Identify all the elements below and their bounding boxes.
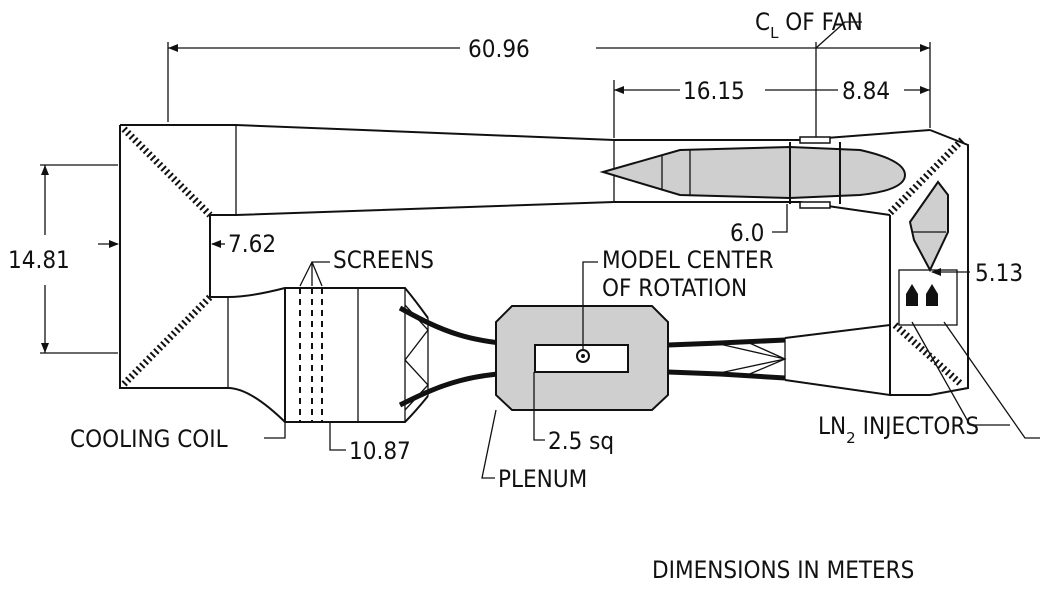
label-settling-chamber: 10.87 (349, 437, 411, 465)
corner-vanes-upper-right (887, 137, 965, 216)
label-model-center-1: MODEL CENTER (602, 246, 773, 274)
label-ln2-injectors: LN2 INJECTORS (818, 412, 979, 447)
dimension-lines (40, 21, 1040, 479)
label-upstream-to-fan: 16.15 (683, 77, 745, 105)
label-cooling-coil: COOLING COIL (70, 425, 228, 453)
label-units-note: DIMENSIONS IN METERS (652, 556, 914, 584)
corner-vanes-lower-left (121, 294, 213, 387)
label-fan-diameter: 6.0 (730, 219, 764, 247)
fan-nacelle (599, 136, 907, 209)
settling-chamber (227, 287, 429, 423)
corner-vanes-upper-left (121, 126, 213, 218)
label-overall-width: 14.81 (8, 246, 70, 274)
label-model-center-2: OF ROTATION (602, 274, 747, 302)
label-overall-length: 60.96 (468, 35, 530, 63)
plenum (495, 305, 669, 411)
turning-body (908, 180, 949, 273)
label-return-leg-height: 7.62 (228, 230, 276, 258)
label-plenum: PLENUM (498, 465, 587, 493)
label-test-section: 2.5 sq (548, 427, 614, 455)
label-fan-to-corner: 8.84 (842, 77, 890, 105)
label-screens: SCREENS (333, 246, 434, 274)
right-end-section (887, 129, 969, 396)
left-end-section (119, 125, 228, 389)
first-diffuser (667, 323, 891, 397)
label-corner-dimension: 5.13 (975, 259, 1023, 287)
label-fan-centerline: CL OF FAN (755, 8, 863, 42)
ln2-injector-2 (926, 284, 938, 306)
ln2-injector-1 (906, 284, 918, 306)
